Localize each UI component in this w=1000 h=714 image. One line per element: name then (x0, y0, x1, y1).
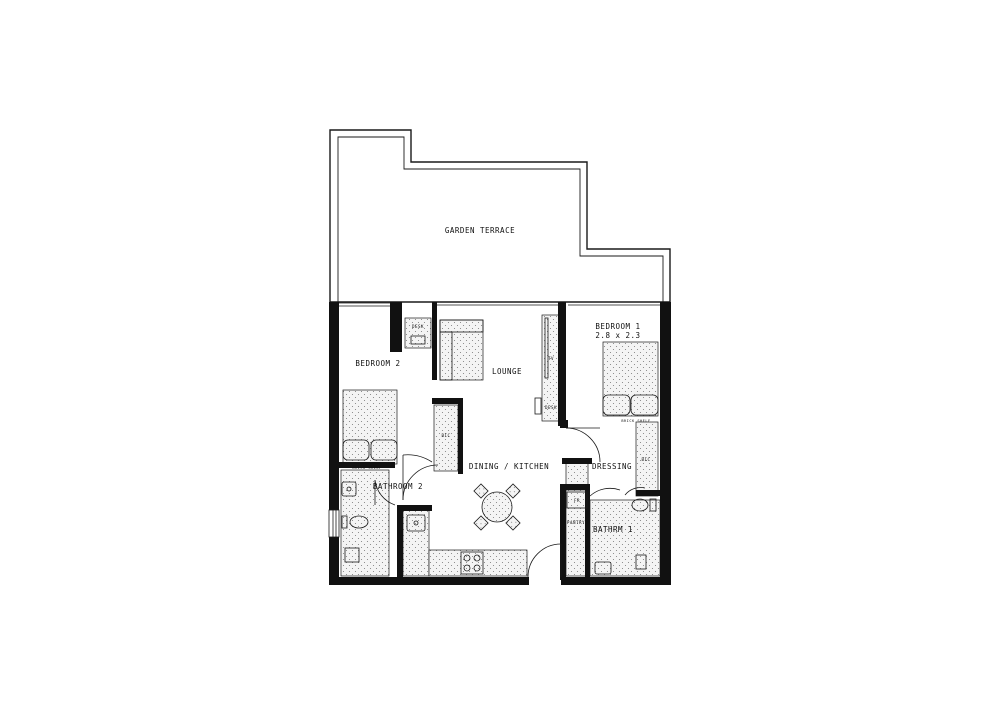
label-dining-kitchen: DINING / KITCHEN (469, 462, 549, 471)
label-bic-bedroom-2: BIC (441, 433, 450, 438)
lounge-sofa (439, 319, 484, 381)
garden-terrace (329, 129, 671, 303)
dining-table (481, 491, 513, 523)
bathroom-1-floor (589, 499, 661, 577)
label-pantry: PANTRY (567, 520, 585, 525)
label-bedroom-1: BEDROOM 1 (595, 322, 640, 331)
label-bedroom-1-size: 2.8 x 2.3 (595, 331, 640, 340)
toilet-bathroom-1 (631, 498, 649, 512)
window-bathroom-2 (328, 509, 340, 538)
toilet-bathroom-2 (349, 515, 369, 529)
furniture (341, 317, 659, 575)
kitchen-bench-base (428, 549, 528, 577)
label-tv: TV (548, 356, 554, 361)
label-bathrm-1: BATHRM 1 (593, 525, 633, 534)
label-bedroom-2: BEDROOM 2 (355, 359, 400, 368)
label-bic-dressing: BIC (641, 457, 650, 462)
label-brick-shelf-bedroom-1: BRICK SHELF (621, 419, 650, 423)
doors (374, 427, 646, 578)
label-lounge: LOUNGE (492, 367, 522, 376)
label-fridge: FR (574, 498, 580, 503)
label-desk-bedroom-2: DESK (412, 324, 424, 329)
label-brick-shelf-bedroom-2: BRICK SHELF (352, 466, 381, 470)
desk-2 (404, 317, 432, 349)
dressing-unit (565, 461, 589, 487)
bed-1 (602, 341, 659, 417)
glass-doors (338, 301, 660, 307)
walls (329, 302, 671, 585)
label-desk-bedroom-1: DESK (545, 405, 557, 410)
label-bathroom-2: BATHROOM 2 (373, 482, 423, 491)
label-dressing: DRESSING (592, 462, 632, 471)
bic-2 (433, 404, 459, 472)
label-garden-terrace: GARDEN TERRACE (445, 226, 515, 235)
bathroom-2-floor (340, 469, 390, 577)
tiled-areas (340, 314, 661, 577)
bed-2 (342, 389, 398, 465)
